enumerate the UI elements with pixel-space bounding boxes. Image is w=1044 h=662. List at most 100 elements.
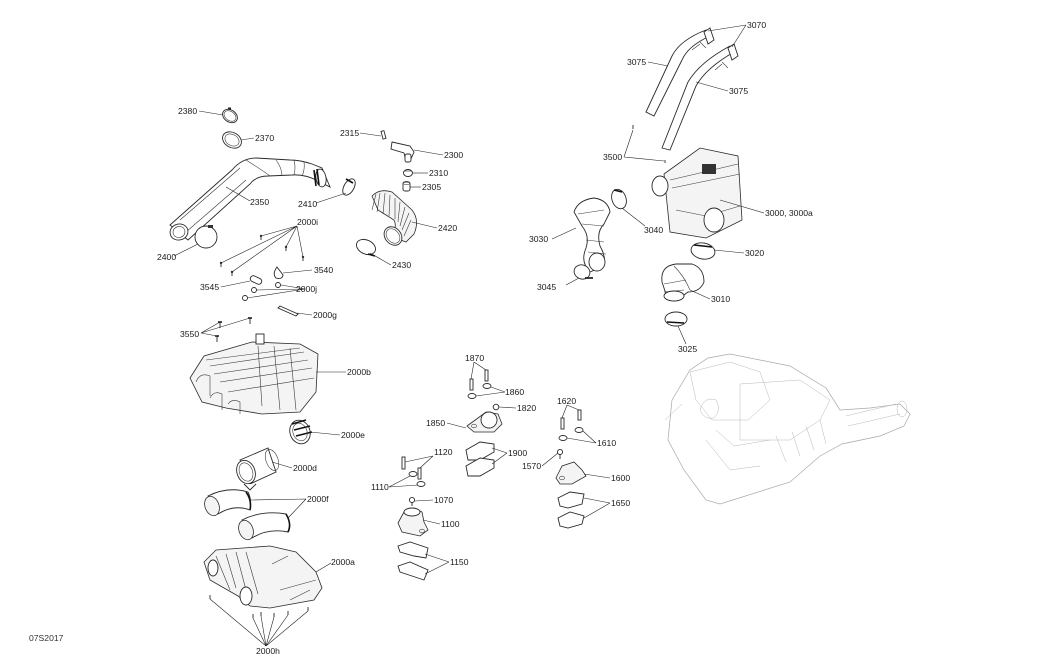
leader-lines — [173, 24, 765, 647]
callout-2420[interactable]: 2420 — [438, 223, 457, 233]
part-1110-washers[interactable] — [408, 471, 426, 487]
callout-1070[interactable]: 1070 — [434, 495, 453, 505]
callout-3010[interactable]: 3010 — [711, 294, 730, 304]
callout-2000a[interactable]: 2000a — [331, 557, 355, 567]
part-3025-clamp[interactable] — [664, 311, 688, 327]
callout-1150[interactable]: 1150 — [450, 557, 469, 567]
callout-1860[interactable]: 1860 — [505, 387, 524, 397]
part-1120-bolts[interactable] — [401, 456, 422, 480]
part-3045-clamp[interactable] — [572, 263, 593, 282]
part-3040-clamp[interactable] — [609, 187, 629, 211]
part-2420-corrugated-elbow[interactable] — [371, 190, 417, 249]
engine-assembly-reference — [664, 353, 911, 505]
callout-1110[interactable]: 1110 — [371, 482, 389, 492]
part-2000j-nuts[interactable] — [242, 282, 281, 301]
part-1870-bolts[interactable] — [469, 369, 489, 391]
callout-2000e[interactable]: 2000e — [341, 430, 365, 440]
callout-2380[interactable]: 2380 — [178, 106, 197, 116]
part-3500-pin[interactable] — [632, 125, 666, 163]
callout-3070[interactable]: 3070 — [747, 20, 766, 30]
part-2430-clamp[interactable] — [354, 236, 378, 257]
callout-3550[interactable]: 3550 — [180, 329, 199, 339]
callout-2000i[interactable]: 2000i — [297, 217, 318, 227]
part-2310-cap[interactable] — [403, 169, 413, 177]
part-3550-screws[interactable] — [215, 317, 252, 342]
callout-1820[interactable]: 1820 — [517, 403, 536, 413]
callout-3045[interactable]: 3045 — [537, 282, 556, 292]
callout-2000b[interactable]: 2000b — [347, 367, 371, 377]
callout-2305[interactable]: 2305 — [422, 182, 441, 192]
callout-2000d[interactable]: 2000d — [293, 463, 317, 473]
part-2315-clip[interactable] — [380, 130, 387, 140]
callout-2310[interactable]: 2310 — [429, 168, 448, 178]
part-1600-engine-mount[interactable] — [555, 461, 587, 485]
callout-1120[interactable]: 1120 — [434, 447, 453, 457]
figure-id: 07S2017 — [29, 633, 64, 643]
part-2380-clamp[interactable] — [220, 106, 240, 125]
part-2370-seal-ring[interactable] — [220, 129, 245, 152]
part-3030-hose[interactable] — [573, 197, 611, 273]
part-3010-elbow[interactable] — [661, 263, 705, 302]
part-2400-clamp[interactable] — [194, 225, 218, 249]
part-3070-3075-straps[interactable] — [645, 27, 739, 151]
callout-1610[interactable]: 1610 — [597, 438, 616, 448]
part-2350-intake-tube[interactable] — [168, 157, 331, 242]
callout-2000g[interactable]: 2000g — [313, 310, 337, 320]
part-3020-clamp[interactable] — [690, 241, 716, 261]
callout-2400[interactable]: 2400 — [157, 252, 176, 262]
part-1570-screw[interactable] — [556, 448, 564, 459]
part-2000f-runner-upper[interactable] — [202, 489, 252, 518]
callout-1600[interactable]: 1600 — [611, 473, 630, 483]
part-1620-bolts[interactable] — [560, 409, 582, 430]
callout-3075-right[interactable]: 3075 — [729, 86, 748, 96]
part-3545-grommet[interactable] — [249, 275, 263, 286]
part-1150-shims[interactable] — [397, 541, 429, 581]
callout-3540[interactable]: 3540 — [314, 265, 333, 275]
callout-3020[interactable]: 3020 — [745, 248, 764, 258]
callout-2410[interactable]: 2410 — [298, 199, 317, 209]
part-2000d-sleeve[interactable] — [233, 447, 281, 491]
callout-2000h[interactable]: 2000h — [256, 646, 280, 656]
part-2000f-runner-lower[interactable] — [236, 512, 291, 542]
callout-2300[interactable]: 2300 — [444, 150, 463, 160]
part-2000h-screws[interactable] — [209, 595, 309, 618]
part-2000b-upper-manifold[interactable] — [189, 333, 319, 415]
part-3540-grommet[interactable] — [273, 266, 284, 280]
part-2305-fitting[interactable] — [402, 181, 411, 192]
part-1650-shims[interactable] — [557, 491, 585, 529]
part-2410-clamp[interactable] — [340, 177, 358, 198]
callout-1850[interactable]: 1850 — [426, 418, 445, 428]
callout-2315[interactable]: 2315 — [340, 128, 359, 138]
part-1100-engine-mount[interactable] — [397, 507, 429, 537]
part-2300-breather-fitting[interactable] — [390, 141, 415, 163]
callout-labels: 2380 2370 2350 2400 2315 2300 2310 2305 … — [157, 20, 813, 656]
callout-3030[interactable]: 3030 — [529, 234, 548, 244]
part-2000i-screws[interactable] — [219, 234, 305, 276]
callout-3500[interactable]: 3500 — [603, 152, 622, 162]
part-1900-shims[interactable] — [465, 441, 495, 477]
callout-1900[interactable]: 1900 — [508, 448, 527, 458]
callout-2430[interactable]: 2430 — [392, 260, 411, 270]
part-1860-washers[interactable] — [467, 383, 492, 399]
part-3000-intercooler[interactable] — [651, 147, 743, 239]
callout-3075-left[interactable]: 3075 — [627, 57, 646, 67]
callout-3545[interactable]: 3545 — [200, 282, 219, 292]
part-1820-nut[interactable] — [492, 403, 500, 411]
callout-2350[interactable]: 2350 — [250, 197, 269, 207]
callout-1620[interactable]: 1620 — [557, 396, 576, 406]
callout-1100[interactable]: 1100 — [441, 519, 460, 529]
callout-3025[interactable]: 3025 — [678, 344, 697, 354]
callout-3040[interactable]: 3040 — [644, 225, 663, 235]
part-2000a-lower-manifold[interactable] — [203, 545, 323, 609]
part-1850-engine-mount[interactable] — [466, 411, 503, 433]
callout-1650[interactable]: 1650 — [611, 498, 630, 508]
callout-2000j[interactable]: 2000j — [296, 284, 317, 294]
callout-3000-3000a[interactable]: 3000, 3000a — [765, 208, 813, 218]
part-2000g-bracket[interactable] — [277, 305, 299, 317]
part-1070-screw[interactable] — [408, 496, 416, 506]
callout-2000f[interactable]: 2000f — [307, 494, 329, 504]
callout-2370[interactable]: 2370 — [255, 133, 274, 143]
callout-1870[interactable]: 1870 — [465, 353, 484, 363]
callout-1570[interactable]: 1570 — [522, 461, 541, 471]
part-2000e-coupler[interactable] — [286, 417, 313, 446]
